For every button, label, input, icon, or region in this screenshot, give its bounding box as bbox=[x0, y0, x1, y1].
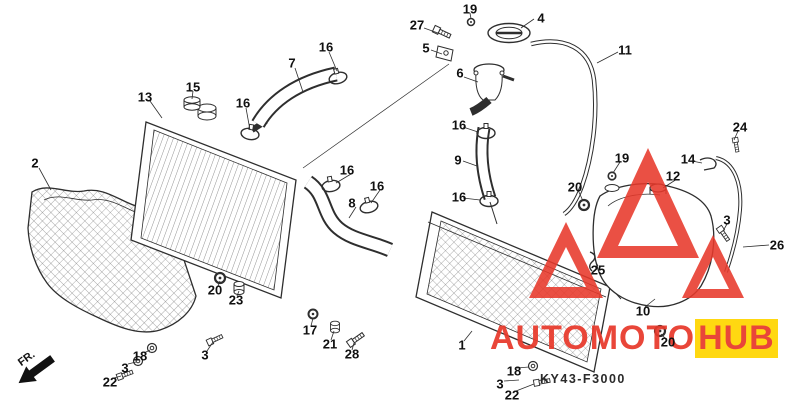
part-callout-16: 16 bbox=[451, 189, 467, 205]
part-callout-3: 3 bbox=[121, 360, 129, 376]
part-callout-26: 26 bbox=[769, 237, 785, 253]
part-callout-22: 22 bbox=[102, 374, 118, 390]
fr-label: FR. bbox=[16, 349, 37, 369]
lower-hose-drawing bbox=[303, 175, 394, 257]
part-callout-19: 19 bbox=[462, 1, 478, 17]
upper-hose-drawing bbox=[251, 66, 338, 129]
watermark-text-main: AUTOMOTO bbox=[490, 319, 696, 357]
part-callout-15: 15 bbox=[185, 79, 201, 95]
part-callout-20: 20 bbox=[660, 334, 676, 350]
part-callout-21: 21 bbox=[322, 336, 338, 352]
leader-lines bbox=[38, 12, 770, 392]
part-callout-28: 28 bbox=[344, 346, 360, 362]
filler-neck-assembly-drawing bbox=[431, 17, 531, 116]
part-callout-25: 25 bbox=[590, 262, 606, 278]
part-callout-22: 22 bbox=[504, 387, 520, 403]
part-callout-8: 8 bbox=[348, 195, 356, 211]
part-callout-16: 16 bbox=[451, 117, 467, 133]
part-callout-1: 1 bbox=[458, 337, 466, 353]
part-callout-13: 13 bbox=[137, 89, 153, 105]
part-callout-12: 12 bbox=[665, 168, 681, 184]
watermark-text-hub: HUB bbox=[695, 319, 778, 358]
part-callout-7: 7 bbox=[288, 55, 296, 71]
part-callout-2: 2 bbox=[31, 155, 39, 171]
part-callout-5: 5 bbox=[422, 40, 430, 56]
part-callout-3: 3 bbox=[496, 376, 504, 392]
part-callout-20: 20 bbox=[567, 179, 583, 195]
fr-direction-arrow: FR. bbox=[16, 349, 55, 384]
upper-radiator-drawing bbox=[130, 103, 297, 299]
reserve-tank-drawing bbox=[592, 171, 715, 308]
part-callout-10: 10 bbox=[635, 303, 651, 319]
part-callout-14: 14 bbox=[680, 151, 696, 167]
center-hose-drawing bbox=[475, 126, 498, 225]
part-callout-20: 20 bbox=[207, 282, 223, 298]
part-callout-18: 18 bbox=[506, 363, 522, 379]
part-callout-11: 11 bbox=[618, 42, 632, 58]
part-callout-9: 9 bbox=[454, 152, 462, 168]
part-callout-16: 16 bbox=[235, 95, 251, 111]
cap-15-drawing bbox=[183, 96, 201, 111]
part-code: KY43-F3000 bbox=[540, 372, 626, 386]
part-callout-19: 19 bbox=[614, 150, 630, 166]
part-callout-6: 6 bbox=[456, 65, 464, 81]
part-callout-4: 4 bbox=[537, 10, 545, 26]
part-callout-3: 3 bbox=[723, 212, 731, 228]
overflow-tube-drawing bbox=[530, 39, 598, 216]
part-callout-18: 18 bbox=[132, 348, 148, 364]
part-callout-16: 16 bbox=[339, 162, 355, 178]
part-callout-16: 16 bbox=[369, 178, 385, 194]
part-callout-27: 27 bbox=[409, 17, 425, 33]
lower-radiator-drawing bbox=[415, 211, 622, 373]
part-callout-3: 3 bbox=[201, 347, 209, 363]
part-callout-16: 16 bbox=[318, 39, 334, 55]
part-callout-24: 24 bbox=[732, 119, 748, 135]
part-callout-17: 17 bbox=[302, 322, 318, 338]
part-callout-23: 23 bbox=[228, 292, 244, 308]
